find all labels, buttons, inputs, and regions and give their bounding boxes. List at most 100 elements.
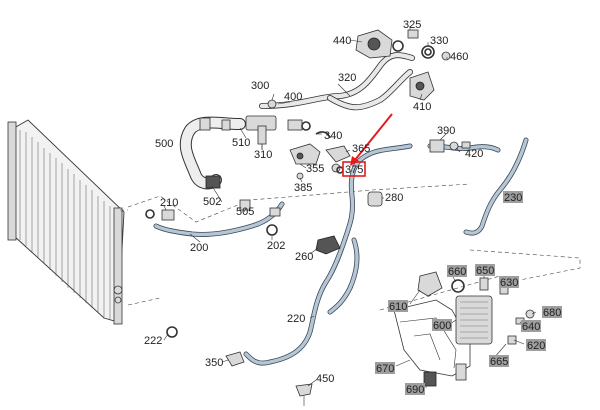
callout-label-260[interactable]: 260 <box>295 251 313 263</box>
part-280 <box>367 191 383 207</box>
callout-325: 325 <box>403 19 421 31</box>
callout-label-230[interactable]: 230 <box>504 192 522 204</box>
callout-label-200[interactable]: 200 <box>190 242 208 254</box>
ring-222 <box>166 326 178 338</box>
callout-label-650[interactable]: 650 <box>476 265 494 277</box>
callout-label-502[interactable]: 502 <box>203 196 221 208</box>
callout-label-690[interactable]: 690 <box>406 384 424 396</box>
callout-260: 260 <box>295 251 313 263</box>
callout-shade-680 <box>542 306 562 318</box>
callout-shade-600 <box>432 319 452 331</box>
callout-label-390[interactable]: 390 <box>437 125 455 137</box>
callout-340: 340 <box>324 130 342 142</box>
callout-label-670[interactable]: 670 <box>376 363 394 375</box>
callout-label-220[interactable]: 220 <box>287 313 305 325</box>
hose-320 <box>259 52 415 111</box>
highlight-arrow <box>350 113 393 166</box>
callout-665: 665 <box>489 355 509 368</box>
callout-450: 450 <box>316 373 334 385</box>
callout-label-300[interactable]: 300 <box>251 80 269 92</box>
callout-label-330[interactable]: 330 <box>430 35 448 47</box>
callout-shade-665 <box>489 355 509 367</box>
callout-label-640[interactable]: 640 <box>522 321 540 333</box>
callout-label-460[interactable]: 460 <box>450 51 468 63</box>
callout-label-210[interactable]: 210 <box>160 197 178 209</box>
callout-610: 610 <box>388 300 408 313</box>
callout-shade-670 <box>375 362 395 374</box>
callout-300: 300 <box>251 80 269 92</box>
parts-340-365-355 <box>289 131 351 180</box>
callout-670: 670 <box>375 362 395 375</box>
callout-shade-640 <box>521 320 541 332</box>
callout-label-440[interactable]: 440 <box>333 35 351 47</box>
callout-label-375[interactable]: 375 <box>345 164 363 176</box>
callout-shade-630 <box>499 276 519 288</box>
callout-label-385[interactable]: 385 <box>294 182 312 194</box>
callout-label-505[interactable]: 505 <box>236 206 254 218</box>
callout-shade-610 <box>388 300 408 312</box>
callout-385: 385 <box>294 182 312 194</box>
callout-222: 222 <box>144 335 162 347</box>
fitting-410 <box>409 71 435 101</box>
callout-620: 620 <box>526 339 546 352</box>
callout-label-660[interactable]: 660 <box>448 266 466 278</box>
callout-label-340[interactable]: 340 <box>324 130 342 142</box>
callout-660: 660 <box>447 265 467 278</box>
pipe-200 <box>153 201 285 237</box>
callout-label-620[interactable]: 620 <box>527 340 545 352</box>
callout-280: 280 <box>385 192 403 204</box>
callout-label-665[interactable]: 665 <box>490 356 508 368</box>
callout-505: 505 <box>236 206 254 218</box>
callout-440: 440 <box>333 35 351 47</box>
callout-460: 460 <box>450 51 468 63</box>
callout-label-320[interactable]: 320 <box>338 72 356 84</box>
callout-label-680[interactable]: 680 <box>543 307 561 319</box>
callout-410: 410 <box>413 101 431 113</box>
callout-label-600[interactable]: 600 <box>433 320 451 332</box>
callout-label-222[interactable]: 222 <box>144 335 162 347</box>
callout-690: 690 <box>405 383 425 396</box>
assembly-outline <box>120 183 581 311</box>
callout-650: 650 <box>475 264 495 277</box>
callout-label-500[interactable]: 500 <box>155 138 173 150</box>
callout-label-610[interactable]: 610 <box>389 301 407 313</box>
callout-label-410[interactable]: 410 <box>413 101 431 113</box>
callout-label-420[interactable]: 420 <box>465 148 483 160</box>
callout-200: 200 <box>190 242 208 254</box>
callout-390: 390 <box>437 125 455 137</box>
callout-label-510[interactable]: 510 <box>232 137 250 149</box>
callout-label-350[interactable]: 350 <box>205 357 223 369</box>
callout-365: 365 <box>352 143 370 155</box>
callout-420: 420 <box>465 148 483 160</box>
callout-330: 330 <box>430 35 448 47</box>
part-260 <box>315 235 341 255</box>
callout-630: 630 <box>499 276 519 289</box>
callout-500: 500 <box>155 138 173 150</box>
callout-label-450[interactable]: 450 <box>316 373 334 385</box>
callout-label-630[interactable]: 630 <box>500 277 518 289</box>
part-350 <box>225 351 245 367</box>
hose-500 <box>179 116 246 190</box>
callout-640: 640 <box>521 320 541 333</box>
callout-label-355[interactable]: 355 <box>306 163 324 175</box>
callout-210: 210 <box>160 197 178 209</box>
callout-510: 510 <box>232 137 250 149</box>
callout-label-365[interactable]: 365 <box>352 143 370 155</box>
callout-label-280[interactable]: 280 <box>385 192 403 204</box>
callout-320: 320 <box>338 72 356 84</box>
fitting-440 <box>355 29 404 59</box>
callout-label-202[interactable]: 202 <box>267 240 285 252</box>
callout-shade-690 <box>405 383 425 395</box>
callout-label-310[interactable]: 310 <box>254 149 272 161</box>
fitting-390-420 <box>429 139 471 153</box>
callout-355: 355 <box>306 163 324 175</box>
callout-680: 680 <box>542 306 562 319</box>
callout-shade-660 <box>447 265 467 277</box>
callout-230: 230 <box>503 191 523 204</box>
part-450 <box>295 383 313 406</box>
callout-310: 310 <box>254 149 272 161</box>
callout-label-325[interactable]: 325 <box>403 19 421 31</box>
callout-label-400[interactable]: 400 <box>284 91 302 103</box>
cooler-assembly <box>393 271 535 387</box>
